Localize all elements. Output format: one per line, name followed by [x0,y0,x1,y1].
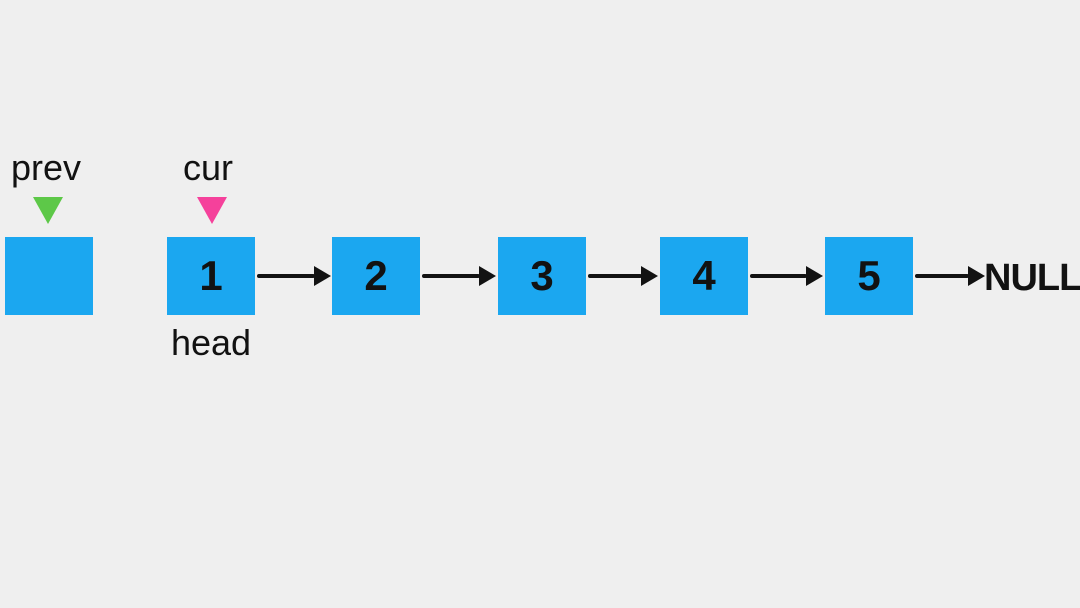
list-node-1: 1 [167,237,255,315]
node-value: 3 [530,252,554,299]
list-node-4: 4 [660,237,748,315]
prev-pointer-label: prev [11,147,82,188]
next-arrow-icon [422,266,496,286]
list-node-2: 2 [332,237,420,315]
head-label: head [170,322,252,363]
arrow-tip [479,266,496,286]
arrow-shaft [588,274,642,278]
arrow-shaft [422,274,480,278]
next-arrow-icon [750,266,823,286]
node-value: 4 [692,252,716,299]
next-arrow-icon [915,266,985,286]
list-node-5: 5 [825,237,913,315]
cur-marker-triangle-icon [197,197,227,224]
list-node-3: 3 [498,237,586,315]
node-value: 5 [857,252,881,299]
next-arrow-icon [588,266,658,286]
arrow-shaft [257,274,315,278]
arrow-tip [806,266,823,286]
arrow-shaft [915,274,969,278]
node-value: 2 [364,252,388,299]
arrow-tip [641,266,658,286]
empty-node-box [5,237,93,315]
next-arrow-icon [257,266,331,286]
cur-pointer-label: cur [183,147,234,188]
node-value: 1 [199,252,223,299]
null-terminator-label: NULL [984,257,1080,299]
arrow-shaft [750,274,807,278]
arrow-tip [968,266,985,286]
arrow-tip [314,266,331,286]
prev-marker-triangle-icon [33,197,63,224]
